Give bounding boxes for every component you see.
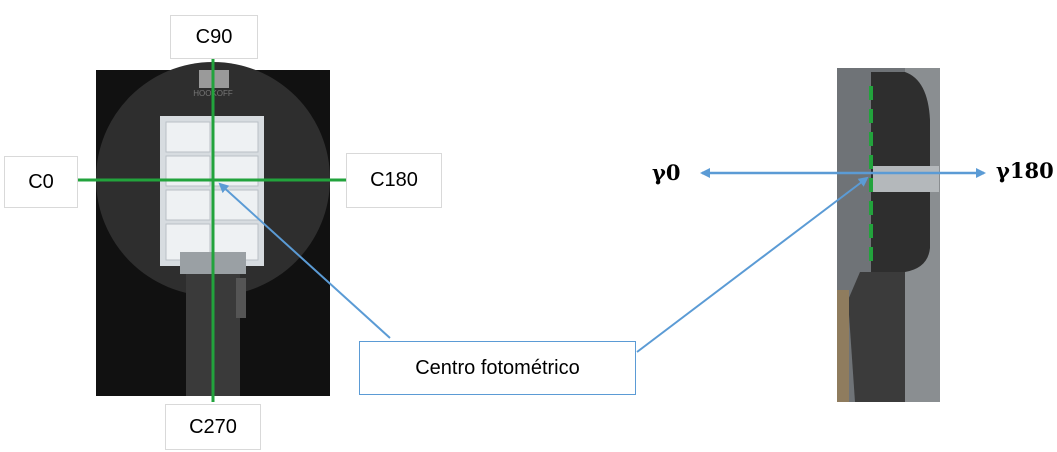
callout-pointer-side: [636, 176, 869, 353]
label-c0: C0: [4, 156, 78, 208]
side-bracket: [873, 166, 939, 192]
side-post: [837, 290, 849, 402]
side-arm: [848, 272, 905, 402]
label-c270: C270: [165, 404, 261, 450]
label-gamma0: γ0: [652, 160, 681, 185]
side-view-photo: [837, 68, 940, 402]
label-gamma180: γ180: [996, 158, 1054, 183]
arm-side: [236, 278, 246, 318]
label-c180: C180: [346, 153, 442, 208]
label-c90: C90: [170, 15, 258, 59]
callout-centro-fotometrico: Centro fotométrico: [359, 341, 636, 395]
led-grid: [165, 121, 259, 261]
callout-pointer-front: [218, 182, 391, 339]
